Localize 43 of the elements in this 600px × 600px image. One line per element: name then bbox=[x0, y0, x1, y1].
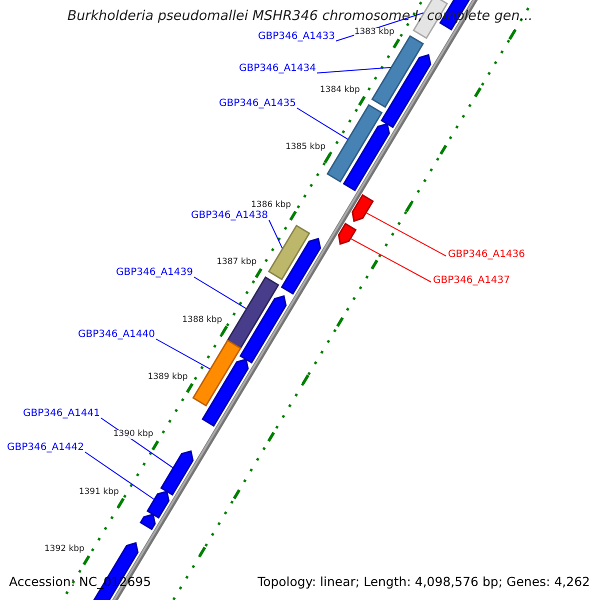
gene-bar bbox=[326, 104, 383, 183]
gene-feature bbox=[352, 194, 374, 222]
gene-label: GBP346_A1439 bbox=[116, 268, 193, 278]
gene-label: GBP346_A1436 bbox=[448, 250, 526, 260]
scale-label: 1384 kbp bbox=[320, 86, 360, 94]
gene-feature bbox=[338, 222, 357, 245]
gene-bar bbox=[268, 224, 310, 280]
gene-feature bbox=[146, 490, 170, 519]
gene-feature bbox=[280, 238, 322, 295]
summary-text: Topology: linear; Length: 4,098,576 bp; Genes: 4,262 bbox=[258, 576, 590, 588]
leader-line bbox=[84, 452, 154, 500]
gene-label: GBP346_A1433 bbox=[258, 32, 335, 42]
leader-line bbox=[268, 220, 283, 249]
scale-label: 1385 kbp bbox=[285, 143, 326, 152]
scale-label: 1388 kbp bbox=[182, 316, 222, 324]
scale-label: 1389 kbp bbox=[148, 373, 188, 382]
gene-feature bbox=[342, 122, 390, 192]
leader-line bbox=[156, 338, 210, 370]
gene-bar bbox=[192, 339, 242, 407]
leader-line bbox=[366, 212, 446, 256]
gene-label: GBP346_A1438 bbox=[190, 211, 268, 221]
gene-label: GBP346_A1434 bbox=[238, 64, 316, 74]
gene-label: GBP346_A1435 bbox=[218, 99, 296, 109]
gene-feature bbox=[239, 295, 287, 364]
scale-label: 1391 kbp bbox=[78, 488, 119, 496]
gene-label: GBP346_A1440 bbox=[78, 330, 155, 340]
gene-feature bbox=[140, 513, 156, 530]
leader-line bbox=[316, 66, 392, 74]
gene-bar bbox=[371, 35, 424, 108]
scale-label: 1387 kbp bbox=[216, 258, 257, 267]
gene-label: GBP346_A1441 bbox=[22, 409, 100, 419]
scale-label: 1386 kbp bbox=[251, 200, 292, 210]
gene-feature bbox=[160, 450, 194, 496]
leader-line bbox=[296, 108, 348, 140]
scale-label: 1390 kbp bbox=[113, 430, 154, 439]
gene-feature bbox=[380, 54, 432, 128]
gene-label: GBP346_A1442 bbox=[6, 443, 84, 453]
gene-feature bbox=[202, 358, 249, 427]
leader-line bbox=[194, 276, 247, 310]
gene-label: GBP346_A1437 bbox=[433, 276, 510, 286]
gene-bar bbox=[226, 276, 280, 350]
scale-label: 1383 kbp bbox=[354, 28, 394, 37]
leader-line bbox=[350, 238, 432, 282]
